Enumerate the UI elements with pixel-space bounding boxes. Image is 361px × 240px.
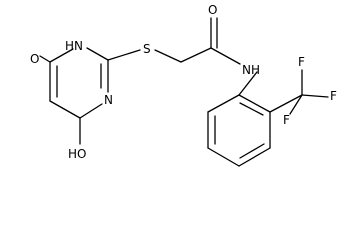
atom-label-s: S [143, 42, 151, 56]
benzene-ring [207, 71, 271, 167]
bond-n1-c2 [86, 47, 109, 61]
atom-label-o-keto: O [30, 52, 39, 66]
atom-label-f-top: F [298, 55, 305, 69]
bond-c6-o [39, 55, 51, 63]
bond-b6-b1 [238, 94, 271, 113]
trifluoromethyl-group [269, 69, 329, 115]
linker [107, 17, 241, 65]
bond-c6-n1 [49, 48, 74, 63]
atom-label-f-right: F [330, 89, 337, 103]
bond-c-f-left [289, 94, 303, 115]
pyrimidine-ring [39, 47, 109, 145]
bond-ring-cf3 [269, 94, 303, 113]
bond-c-f-right [301, 94, 329, 98]
atom-label-o-amide: O [208, 3, 217, 17]
atom-label-h-ring: H [65, 39, 74, 53]
bond-b1-b2 [207, 94, 240, 113]
bond-s-ch2 [154, 49, 182, 63]
atom-label-hydroxyl: HO [68, 147, 86, 161]
bond-co-nh [210, 47, 241, 65]
bond-b4-b5-double [239, 143, 265, 159]
atom-label-nh-amide: NH [242, 63, 260, 77]
bond-ch2-co [180, 47, 212, 63]
bond-n3-c4 [79, 103, 103, 119]
bond-nh-c1 [238, 71, 258, 96]
bond-c2-s [107, 49, 141, 61]
bond-b6-b1-double [239, 102, 264, 116]
molecule-structure-diagram: O N H S N HO O NH F F F [30, 3, 337, 167]
atom-label-f-left: F [283, 113, 290, 127]
bond-b4-b5 [238, 147, 271, 167]
bond-b3-b4 [207, 147, 240, 167]
atom-label-n-h-ring: N [74, 39, 83, 53]
atom-label-n-ring: N [104, 93, 113, 107]
bond-c4-c5 [49, 100, 81, 119]
